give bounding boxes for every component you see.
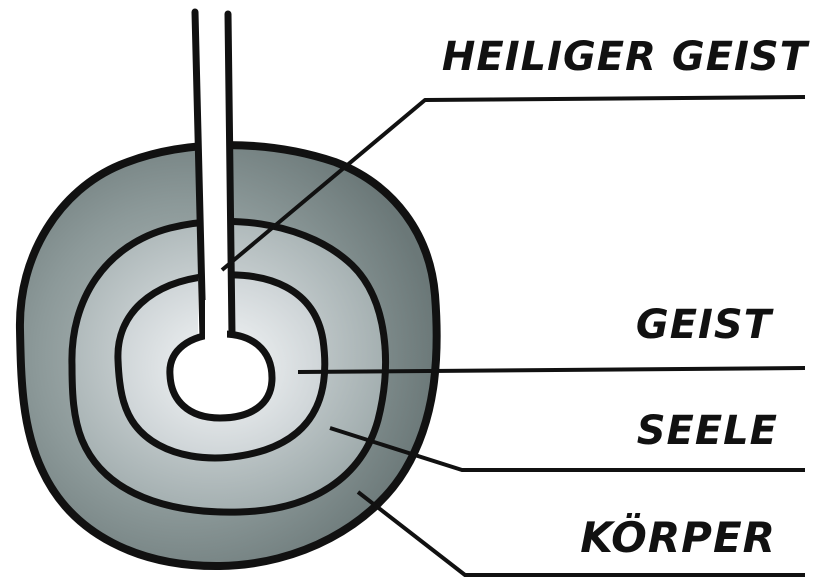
- channel-right-edge: [228, 14, 232, 335]
- geist-label: GEIST: [636, 302, 774, 348]
- koerper-label: KÖRPER: [580, 512, 776, 562]
- seele-label: SEELE: [637, 408, 778, 454]
- heiliger-geist-label: HEILIGER GEIST: [442, 34, 810, 80]
